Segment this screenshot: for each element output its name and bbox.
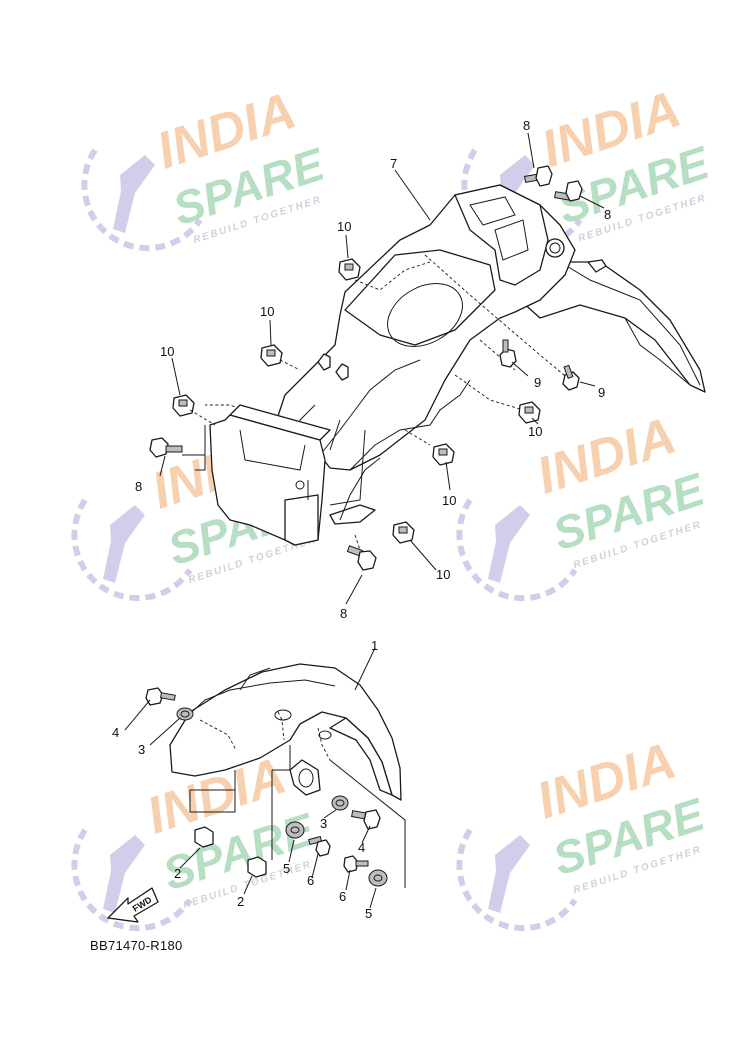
- watermark-logo-icon: [456, 828, 578, 932]
- callout-8: 8: [523, 118, 530, 133]
- callout-3: 3: [138, 742, 145, 757]
- nut-clip-10e: [432, 443, 455, 466]
- callout-4: 4: [358, 840, 365, 855]
- callout-numbers: 8 8 7 10 10 10 8 9 9 10 10 10 8 1 4 3 2 …: [112, 118, 611, 921]
- bolt-6b: [343, 855, 369, 873]
- callout-5: 5: [283, 861, 290, 876]
- nut-clip-10f: [392, 521, 415, 544]
- watermark-bottom-right: INDIA SPARE REBUILD TOGETHER: [456, 732, 711, 932]
- callout-6: 6: [339, 889, 346, 904]
- bolt-4b: [351, 809, 381, 830]
- callout-4: 4: [112, 725, 119, 740]
- bolt-8a: [524, 165, 553, 187]
- callout-6: 6: [307, 873, 314, 888]
- callout-9: 9: [598, 385, 605, 400]
- grommet-3a: [176, 707, 194, 721]
- bolt-8c: [149, 437, 183, 458]
- bolt-6a: [308, 835, 331, 857]
- nut-clip-10b: [260, 344, 283, 367]
- callout-9: 9: [534, 375, 541, 390]
- watermark-logo-icon: [456, 498, 578, 602]
- bolt-4a: [145, 687, 176, 706]
- callout-10: 10: [528, 424, 542, 439]
- bolt-8b: [554, 180, 583, 202]
- rear-fender-assembly: [205, 184, 706, 551]
- callout-3: 3: [320, 816, 327, 831]
- callout-10: 10: [260, 304, 274, 319]
- callout-7: 7: [390, 156, 397, 171]
- front-fender-body: [169, 663, 402, 801]
- callout-8: 8: [135, 479, 142, 494]
- watermark-middle-right: INDIA SPARE REBUILD TOGETHER: [456, 407, 711, 602]
- bolt-8d: [346, 545, 377, 571]
- collar-2b: [247, 856, 267, 878]
- front-fender: [169, 663, 406, 888]
- diagram-code: BB71470-R180: [90, 938, 183, 953]
- callout-10: 10: [160, 344, 174, 359]
- callout-8: 8: [604, 207, 611, 222]
- watermark-logo-icon: [81, 148, 203, 252]
- callout-10: 10: [436, 567, 450, 582]
- screw-9b: [562, 364, 580, 391]
- collar-2a: [194, 826, 214, 848]
- grommet-5b: [368, 869, 388, 887]
- nut-clip-10a: [338, 258, 361, 281]
- callout-5: 5: [365, 906, 372, 921]
- nut-clip-10d: [518, 401, 541, 424]
- grommet-5a: [285, 821, 305, 839]
- grommet-3b: [331, 795, 349, 811]
- watermark-top: INDIA SPARE REBUILD TOGETHER: [81, 82, 331, 252]
- callout-1: 1: [371, 638, 378, 653]
- leader-lines: [124, 132, 605, 909]
- callout-10: 10: [337, 219, 351, 234]
- callout-10: 10: [442, 493, 456, 508]
- watermark-logo-icon: [71, 828, 193, 932]
- watermark-logo-icon: [71, 498, 193, 602]
- callout-8: 8: [340, 606, 347, 621]
- callout-2: 2: [174, 866, 181, 881]
- rear-mudflap: [209, 404, 331, 546]
- nut-clip-10c: [172, 394, 195, 417]
- callout-2: 2: [237, 894, 244, 909]
